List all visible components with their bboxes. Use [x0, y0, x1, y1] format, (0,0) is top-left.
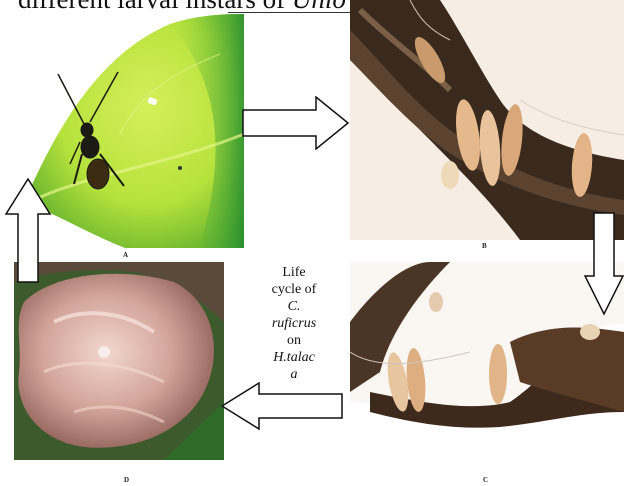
- caption-line-3: C.: [258, 298, 330, 315]
- caption-line-5: on: [258, 332, 330, 349]
- arrow-up-icon: [4, 178, 52, 284]
- photo-larvae-feeding: [350, 262, 624, 460]
- panel-label-c: C: [483, 476, 488, 484]
- arrow-down-icon: [584, 212, 624, 316]
- caption-line-4: ruficrus: [258, 315, 330, 332]
- photo-larvae-on-twig: [350, 0, 624, 240]
- arrow-right-icon: [242, 96, 350, 150]
- caption-line-2: cycle of: [258, 281, 330, 298]
- caption-line-7: a: [258, 366, 330, 383]
- panel-label-b: B: [482, 242, 487, 250]
- life-cycle-caption: Life cycle of C. ruficrus on H.talac a: [258, 264, 330, 383]
- photo-cocoon-mass: [14, 262, 224, 460]
- caption-line-1: Life: [258, 264, 330, 281]
- arrow-left-icon: [221, 382, 343, 430]
- panel-label-a: A: [123, 251, 128, 259]
- photo-adult-wasp-on-leaf: [30, 14, 244, 248]
- panel-label-d: D: [124, 476, 129, 484]
- caption-line-6: H.talac: [258, 349, 330, 366]
